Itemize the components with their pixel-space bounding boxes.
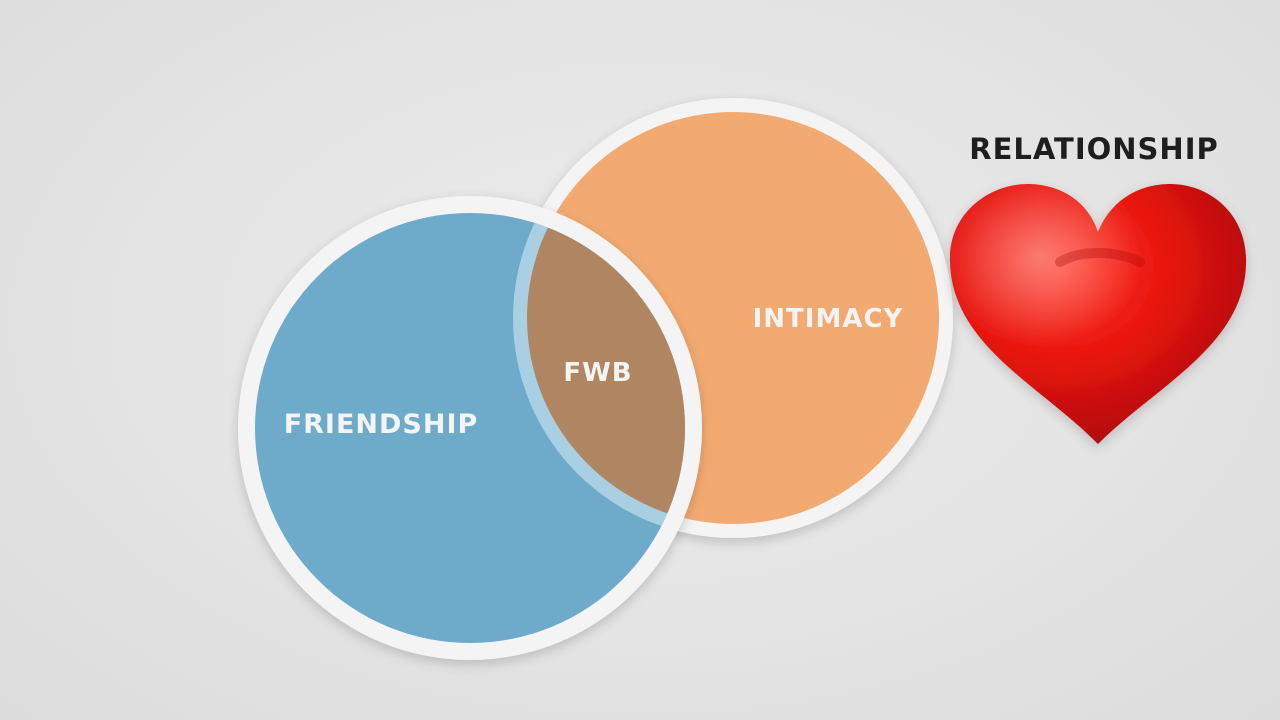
friendship-label: FRIENDSHIP [284, 409, 479, 440]
heart-icon [949, 183, 1247, 444]
overlap-label: FWB [563, 358, 632, 388]
relationship-label: RELATIONSHIP [969, 132, 1219, 166]
intimacy-label: INTIMACY [753, 304, 904, 334]
